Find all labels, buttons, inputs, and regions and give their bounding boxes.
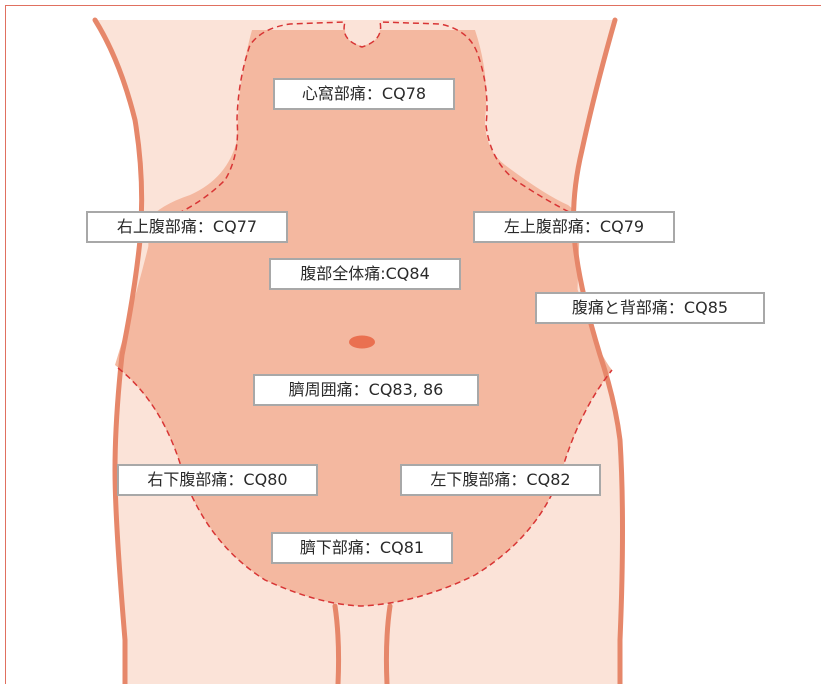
label-abdominal-and-back-pain: 腹痛と背部痛：CQ85 (535, 292, 765, 324)
label-hypogastric-pain: 臍下部痛：CQ81 (271, 532, 453, 564)
label-right-lower-abdominal-pain: 右下腹部痛：CQ80 (117, 464, 318, 496)
upper-abdomen-region (148, 30, 580, 360)
navel (349, 335, 375, 349)
label-left-lower-abdominal-pain: 左下腹部痛：CQ82 (400, 464, 601, 496)
label-right-upper-abdominal-pain: 右上腹部痛：CQ77 (86, 211, 288, 243)
label-left-upper-abdominal-pain: 左上腹部痛：CQ79 (473, 211, 675, 243)
body-outline-left (92, 17, 145, 684)
label-whole-abdominal-pain: 腹部全体痛:CQ84 (269, 258, 461, 290)
leg-outline-right (383, 603, 393, 684)
label-epigastric-pain: 心窩部痛：CQ78 (273, 78, 455, 110)
leg-outline-left (332, 603, 342, 684)
epigastric-boundary (149, 21, 576, 226)
label-periumbilical-pain: 臍周囲痛：CQ83, 86 (253, 374, 479, 406)
frame-border (5, 5, 821, 684)
